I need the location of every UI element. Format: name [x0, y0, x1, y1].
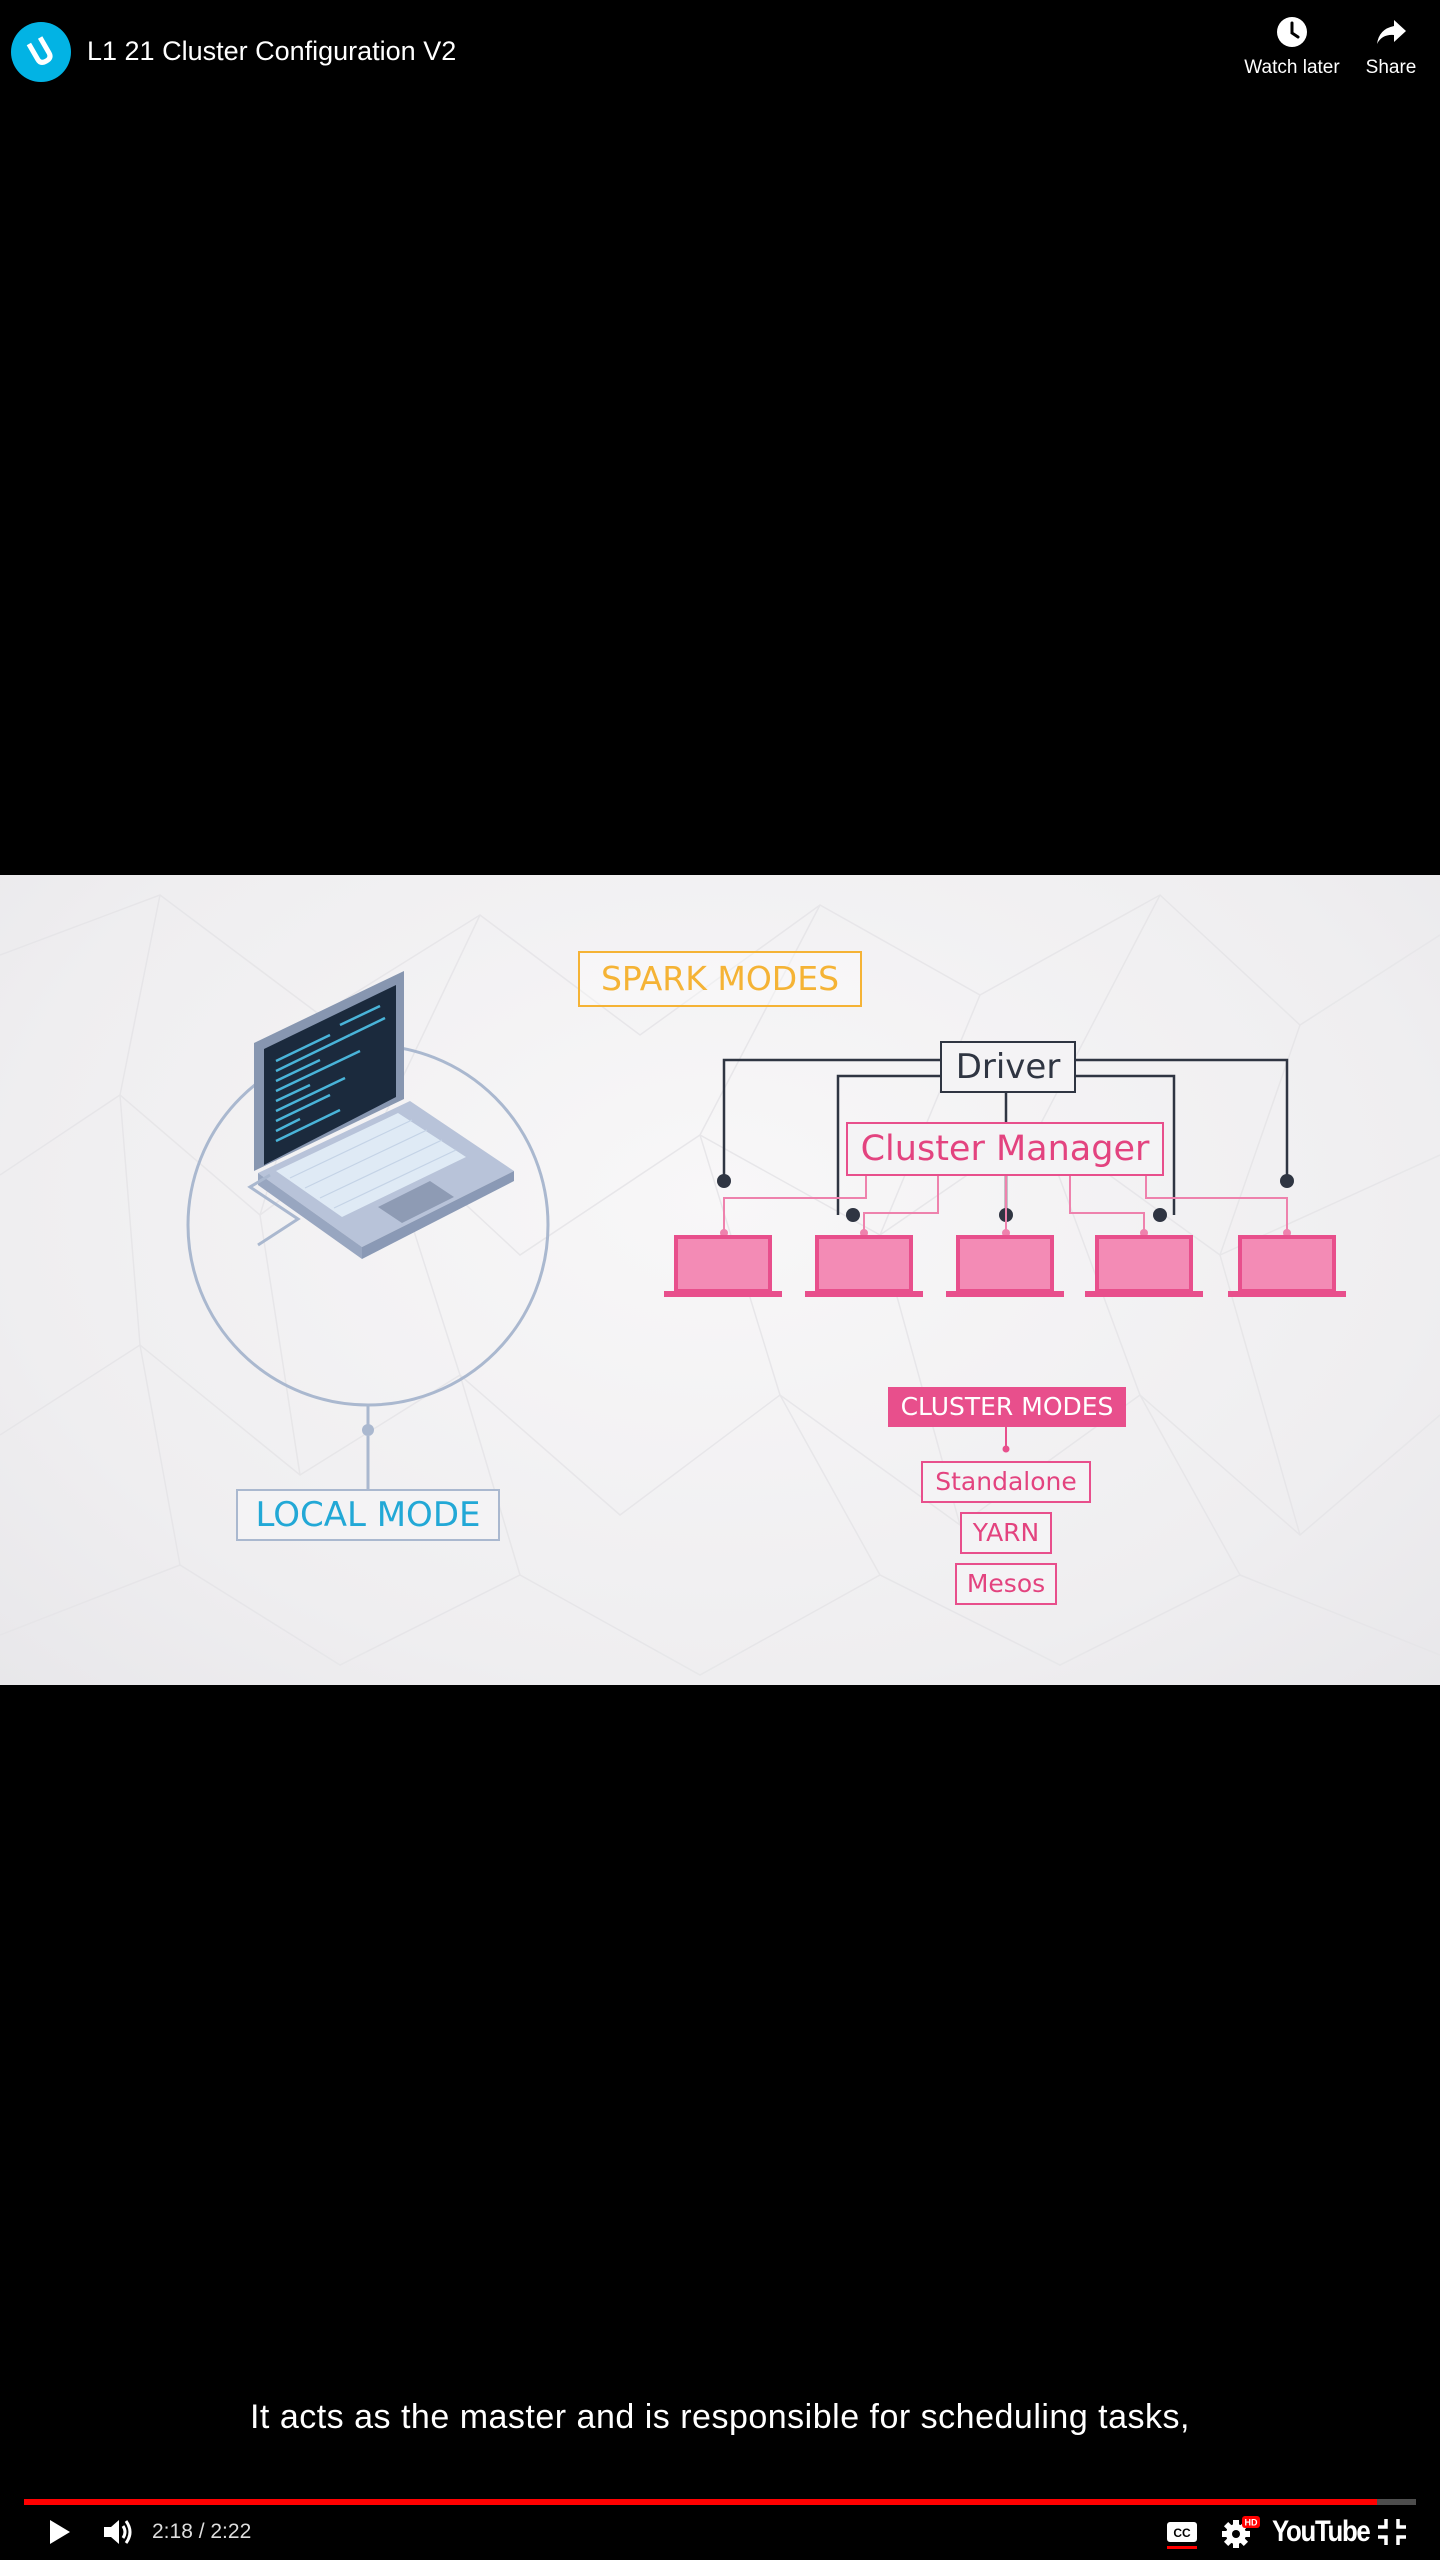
mute-button[interactable]	[98, 2512, 138, 2552]
volume-icon	[104, 2520, 132, 2544]
youtube-logo[interactable]: YouTube	[1272, 2515, 1371, 2548]
watch-later-label: Watch later	[1244, 57, 1340, 78]
worker-laptops	[664, 1235, 1346, 1297]
time-display: 2:18 / 2:22	[152, 2520, 252, 2543]
local-mode-label: LOCAL MODE	[236, 1489, 500, 1541]
top-bar: L1 21 Cluster Configuration V2 Watch lat…	[0, 0, 1440, 110]
progress-bar[interactable]	[24, 2499, 1416, 2505]
spark-modes-title: SPARK MODES	[578, 951, 862, 1007]
svg-text:CC: CC	[1173, 2526, 1191, 2540]
worker-laptop-3	[946, 1235, 1064, 1297]
cluster-mode-mesos: Mesos	[955, 1563, 1057, 1605]
watch-later-button[interactable]: Watch later	[1232, 14, 1352, 80]
exit-fullscreen-icon	[1378, 2519, 1406, 2545]
cluster-mode-standalone: Standalone	[921, 1461, 1091, 1503]
cluster-manager-connections	[723, 1176, 1288, 1233]
slide-diagram	[0, 894, 1440, 1676]
video-frame[interactable]: SPARK MODES Driver Cluster Manager CLUST…	[0, 875, 1440, 1685]
captions-icon: CC	[1167, 2522, 1197, 2549]
settings-button[interactable]: HD	[1218, 2512, 1262, 2552]
cluster-manager-label: Cluster Manager	[846, 1122, 1164, 1176]
clock-icon	[1277, 17, 1307, 47]
settings-icon: HD	[1222, 2516, 1260, 2548]
cluster-mode-yarn: YARN	[960, 1512, 1052, 1554]
driver-label: Driver	[940, 1041, 1076, 1093]
play-button[interactable]	[38, 2512, 78, 2552]
local-mode-illustration	[186, 971, 550, 1489]
exit-fullscreen-button[interactable]	[1372, 2512, 1412, 2552]
share-button[interactable]: Share	[1360, 14, 1422, 80]
captions-button[interactable]: CC	[1162, 2512, 1202, 2552]
cluster-modes-heading: CLUSTER MODES	[888, 1387, 1126, 1427]
channel-logo-icon[interactable]	[11, 22, 71, 82]
video-title[interactable]: L1 21 Cluster Configuration V2	[87, 36, 457, 66]
progress-played	[24, 2499, 1378, 2505]
share-label: Share	[1365, 57, 1417, 78]
play-icon	[50, 2520, 70, 2544]
worker-laptop-2	[805, 1235, 923, 1297]
caption-text: It acts as the master and is responsible…	[249, 2398, 1190, 2436]
svg-text:HD: HD	[1245, 2518, 1258, 2528]
worker-laptop-5	[1228, 1235, 1346, 1297]
worker-laptop-4	[1085, 1235, 1203, 1297]
share-icon	[1377, 20, 1406, 44]
worker-laptop-1	[664, 1235, 782, 1297]
